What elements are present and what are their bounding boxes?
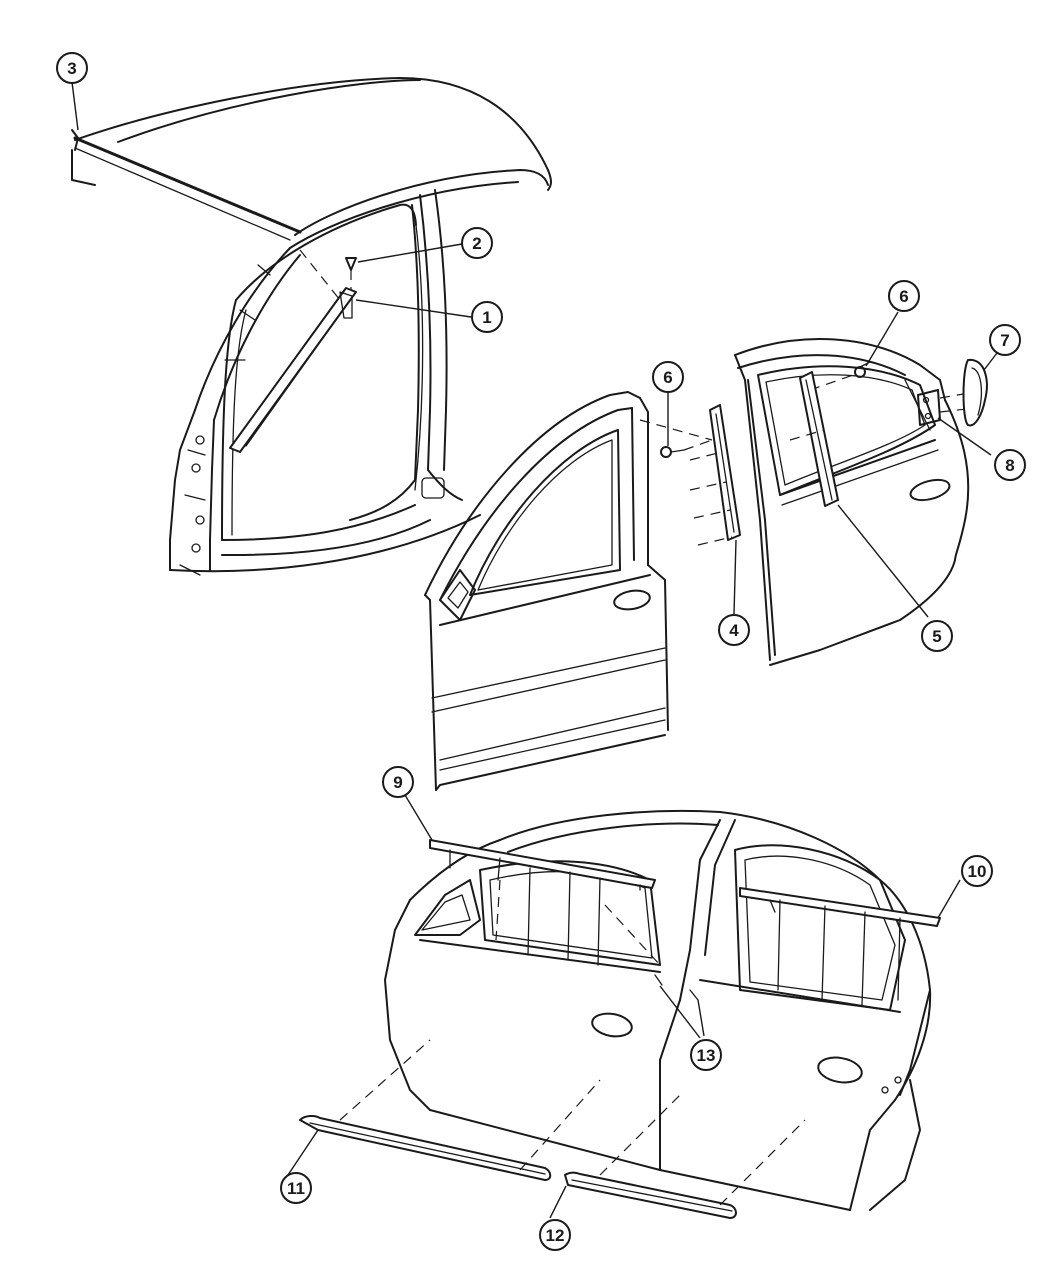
callout-1: 1 <box>471 301 503 333</box>
callout-11: 11 <box>280 1172 312 1204</box>
callout-1-label: 1 <box>482 308 491 327</box>
callout-9-label: 9 <box>393 773 402 792</box>
callout-4-label: 4 <box>729 621 739 640</box>
rear-door-assembly <box>734 338 976 666</box>
callout-10: 10 <box>961 855 993 887</box>
callout-12: 12 <box>539 1219 571 1251</box>
callout-3-label: 3 <box>67 59 76 78</box>
callout-12-label: 12 <box>546 1226 565 1245</box>
callout-2: 2 <box>461 227 493 259</box>
body-side-roof-assembly <box>71 77 552 576</box>
callout-8-label: 8 <box>1005 456 1014 475</box>
callout-5-label: 5 <box>932 627 941 646</box>
lower-side-assembly <box>384 809 932 1211</box>
part-12-lower-molding <box>564 1094 806 1219</box>
callout-6-rear-label: 6 <box>899 287 908 306</box>
part-7-cap <box>962 358 988 427</box>
part-11-lower-molding <box>299 1039 601 1181</box>
callout-11-label: 11 <box>287 1179 305 1198</box>
part-5-applique <box>789 371 839 507</box>
callout-7: 7 <box>989 324 1021 356</box>
callout-6-front-label: 6 <box>663 368 672 387</box>
callout-7-label: 7 <box>1000 331 1009 350</box>
part-10-belt-molding <box>739 887 941 1006</box>
callout-9: 9 <box>382 766 414 798</box>
part-13-clips <box>654 974 699 1001</box>
callout-6-rear: 6 <box>888 280 920 312</box>
callout-5: 5 <box>921 620 953 652</box>
callout-8: 8 <box>994 449 1026 481</box>
leader-lines <box>71 81 998 1219</box>
callout-13-label: 13 <box>697 1046 716 1065</box>
callout-4: 4 <box>718 614 750 646</box>
part-9-belt-molding <box>429 839 661 966</box>
callout-10-label: 10 <box>968 862 987 881</box>
callout-13: 13 <box>690 1039 722 1071</box>
callout-2-label: 2 <box>472 234 481 253</box>
callout-6-front: 6 <box>652 361 684 393</box>
callout-3: 3 <box>56 52 88 84</box>
part-4-applique <box>689 404 741 546</box>
front-door-assembly <box>424 391 713 791</box>
